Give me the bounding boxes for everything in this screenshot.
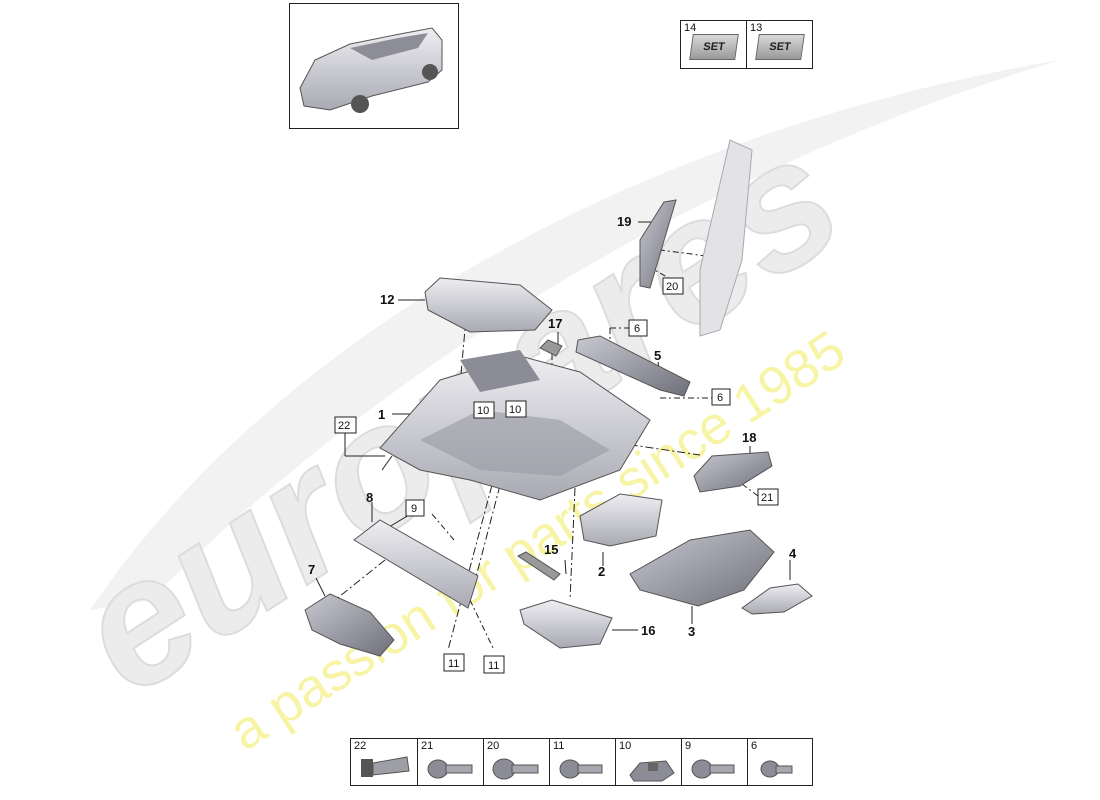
boxed-callouts: 6 6 9 10 10 11 11 20 21 22 xyxy=(334,277,779,674)
fastener-cell: 9 xyxy=(682,739,748,785)
fastener-cell: 21 xyxy=(418,739,484,785)
callout-5: 5 xyxy=(654,348,661,363)
callout-15: 15 xyxy=(544,542,558,557)
seat-frame xyxy=(379,350,651,501)
boxed-11-left: 11 xyxy=(448,658,459,670)
cover-18 xyxy=(693,451,773,493)
fastener-number: 6 xyxy=(751,740,758,752)
bolt-icon xyxy=(361,756,410,777)
fastener-table: 22 21 20 11 10 9 6 xyxy=(350,738,813,786)
fastener-cell: 11 xyxy=(550,739,616,785)
clip-17 xyxy=(539,339,563,357)
callouts: 1 2 3 4 5 7 8 12 15 16 17 18 19 xyxy=(308,214,797,639)
boxed-6-right: 6 xyxy=(717,392,723,404)
boxed-10-right: 10 xyxy=(509,404,521,416)
clip-nut-icon xyxy=(629,760,675,782)
screw-icon xyxy=(559,759,603,779)
callout-7: 7 xyxy=(308,562,315,577)
backrest-side-19 xyxy=(639,139,753,337)
fastener-number: 9 xyxy=(685,740,692,752)
set-kit-cell: 13 SET xyxy=(747,21,813,68)
callout-18: 18 xyxy=(742,430,756,445)
set-kit-box: SET xyxy=(755,34,805,60)
boxed-6-top: 6 xyxy=(634,323,640,335)
callout-12: 12 xyxy=(380,292,394,307)
screw-icon xyxy=(427,759,473,779)
screw-icon xyxy=(760,760,793,778)
boxed-22: 22 xyxy=(338,420,350,432)
fastener-number: 22 xyxy=(354,740,367,752)
boxed-9: 9 xyxy=(411,503,417,515)
fastener-cell: 20 xyxy=(484,739,550,785)
set-kit-number: 13 xyxy=(750,22,763,34)
set-kit-cell: 14 SET xyxy=(681,21,747,68)
tray-16 xyxy=(519,599,613,649)
callout-19: 19 xyxy=(617,214,631,229)
trim-7 xyxy=(304,593,395,657)
trim-3 xyxy=(629,529,775,607)
screw-icon xyxy=(691,759,735,779)
vehicle-thumbnail xyxy=(299,27,443,113)
boxed-11-right: 11 xyxy=(488,660,499,672)
cushion-pan xyxy=(424,277,553,333)
fastener-cell: 22 xyxy=(351,739,418,785)
callout-1: 1 xyxy=(378,407,385,422)
set-kit-table: 14 SET 13 SET xyxy=(680,20,813,69)
bracket-5 xyxy=(575,335,691,397)
fastener-number: 21 xyxy=(421,740,434,752)
boxed-20: 20 xyxy=(666,281,678,293)
fastener-number: 20 xyxy=(487,740,500,752)
callout-4: 4 xyxy=(789,546,797,561)
callout-8: 8 xyxy=(366,490,373,505)
boxed-10-left: 10 xyxy=(477,405,489,417)
fastener-cell: 10 xyxy=(616,739,682,785)
watermark-swoosh xyxy=(90,60,1060,610)
set-kit-box: SET xyxy=(689,34,739,60)
screw-icon xyxy=(492,758,539,780)
panel-2 xyxy=(579,493,663,547)
vehicle-thumbnail-frame xyxy=(289,3,459,129)
fastener-number: 10 xyxy=(619,740,632,752)
switch-4 xyxy=(741,583,813,615)
callout-2: 2 xyxy=(598,564,605,579)
callout-16: 16 xyxy=(641,623,655,638)
fastener-number: 11 xyxy=(553,740,565,752)
set-kit-number: 14 xyxy=(684,22,697,34)
boxed-21: 21 xyxy=(761,492,773,504)
fastener-cell: 6 xyxy=(748,739,812,785)
callout-17: 17 xyxy=(548,316,562,331)
callout-3: 3 xyxy=(688,624,695,639)
strip-8 xyxy=(353,519,479,609)
rail-15 xyxy=(517,551,561,581)
